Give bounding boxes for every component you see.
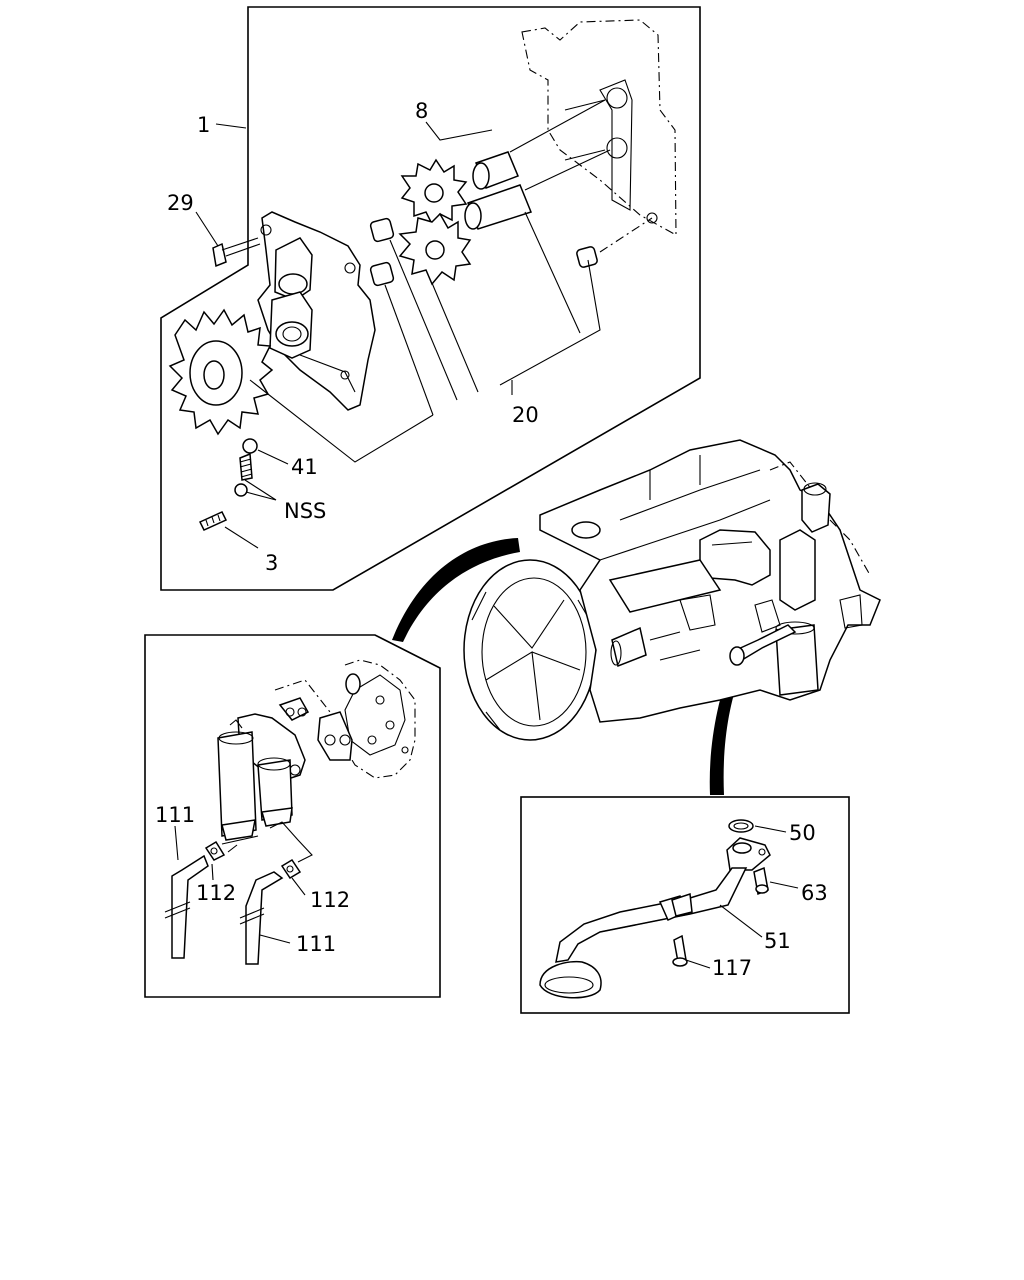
- pump-bushings: [369, 217, 653, 287]
- connector-to-strainer-panel: [709, 668, 740, 795]
- callout-29: 29: [167, 191, 194, 215]
- callout-nss: NSS: [284, 499, 326, 523]
- callout-20: 20: [512, 403, 539, 427]
- callout-51: 51: [764, 929, 791, 953]
- bolt-29: [212, 237, 261, 268]
- pump-drive-gears: [398, 158, 472, 286]
- pump-housing: [257, 211, 376, 411]
- pump-shafts: [464, 99, 611, 230]
- callout-1: 1: [197, 113, 210, 137]
- oil-strainer-panel: 50 63 51 117: [520, 796, 850, 1014]
- callout-63: 63: [801, 881, 828, 905]
- callout-41: 41: [291, 455, 318, 479]
- relief-valve-parts: [198, 438, 258, 531]
- leader-lines-top: [195, 121, 601, 549]
- callout-111-hose-left: 111: [155, 803, 195, 827]
- engine-block-outline: [521, 19, 677, 236]
- idler-gear: [168, 308, 274, 436]
- callout-117: 117: [712, 956, 752, 980]
- callout-8: 8: [415, 99, 428, 123]
- callout-3: 3: [265, 551, 278, 575]
- callout-111-hose-right: 111: [296, 932, 336, 956]
- filter-hose-panel: 111 112 112 111: [144, 634, 441, 998]
- callout-112-clamp-left: 112: [196, 881, 236, 905]
- oil-pump-panel: 1 29 8 20 41 NSS 3: [160, 6, 701, 591]
- engine-assembly: [392, 439, 881, 795]
- connector-to-pump-panel: [392, 538, 520, 642]
- callout-112-clamp-right: 112: [310, 888, 350, 912]
- callout-50: 50: [789, 821, 816, 845]
